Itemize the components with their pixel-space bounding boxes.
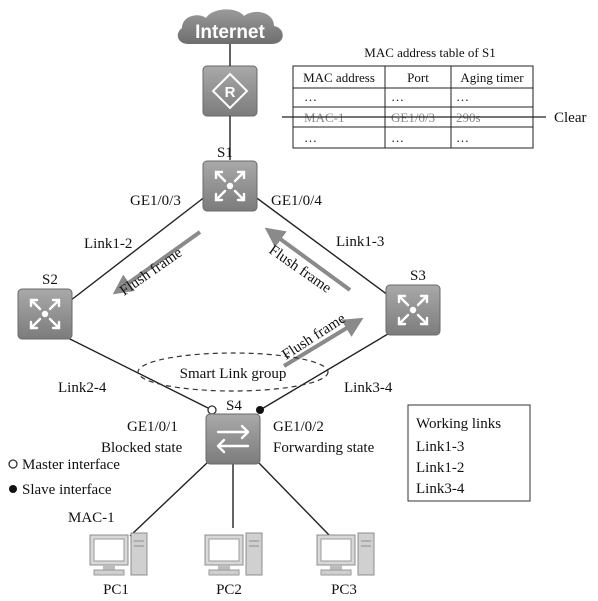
mac-cell: … <box>456 130 469 145</box>
switch-s3-icon <box>384 283 442 337</box>
master-interface-marker <box>207 405 217 415</box>
flush-arrow-s1-s2 <box>112 230 202 295</box>
internet-label: Internet <box>195 22 265 43</box>
link1-3-label: Link1-3 <box>336 234 384 250</box>
mac-cell: … <box>456 89 469 104</box>
smart-link-group-ellipse <box>137 352 329 392</box>
internet-cloud: Internet <box>177 9 283 45</box>
link3-4-label: Link3-4 <box>344 380 393 396</box>
s4-port-ge101: GE1/0/1 <box>127 419 178 435</box>
s1-port-ge103: GE1/0/3 <box>130 193 181 209</box>
pc2-icon <box>204 532 263 576</box>
s3-label: S3 <box>410 268 426 284</box>
mac-header-aging: Aging timer <box>460 70 524 85</box>
mac-cell: … <box>391 130 404 145</box>
working-link-item: Link1-3 <box>416 439 464 455</box>
flush-frame-label-lower: Flush frame <box>279 310 348 363</box>
slave-legend-label: Slave interface <box>22 482 112 498</box>
mac-cell: … <box>391 89 404 104</box>
flush-arrow-s3-s1 <box>264 227 352 292</box>
s1-label: S1 <box>217 145 233 161</box>
working-link-item: Link1-2 <box>416 460 464 476</box>
flush-frame-label-left: Flush frame <box>117 245 185 300</box>
smart-link-group-label: Smart Link group <box>180 366 287 382</box>
links <box>59 44 399 537</box>
link3-4-line <box>259 327 399 411</box>
forwarding-state-label: Forwarding state <box>273 440 375 456</box>
s4-port-ge102: GE1/0/2 <box>273 419 324 435</box>
working-links-title: Working links <box>416 416 501 432</box>
pc2-label: PC2 <box>216 582 242 598</box>
mac-1-label: MAC-1 <box>68 510 115 526</box>
mac-cell: … <box>304 130 317 145</box>
mac-address-table: MAC address table of S1 MAC address Port… <box>282 45 586 149</box>
slave-interface-marker <box>256 406 264 414</box>
pc3-label: PC3 <box>331 582 357 598</box>
pc1-icon <box>89 532 148 576</box>
s1-port-ge104: GE1/0/4 <box>271 193 322 209</box>
slave-legend-icon <box>9 485 17 493</box>
master-legend-label: Master interface <box>22 457 120 473</box>
mac-cell: … <box>304 89 317 104</box>
svg-text:R: R <box>225 84 236 101</box>
mac-header-address: MAC address <box>303 70 375 85</box>
working-link-item: Link3-4 <box>416 481 465 497</box>
pc3-icon <box>316 532 375 576</box>
mac-header-port: Port <box>407 70 429 85</box>
pc1-label: PC1 <box>103 582 129 598</box>
link2-4-line <box>59 333 213 411</box>
link1-2-line <box>65 195 207 305</box>
link1-3-line <box>253 195 393 299</box>
link1-2-label: Link1-2 <box>84 236 132 252</box>
mac-table-title: MAC address table of S1 <box>364 45 495 60</box>
legend: Master interface Slave interface <box>8 457 120 498</box>
switch-s4-icon <box>205 413 261 465</box>
master-legend-icon <box>8 459 18 469</box>
s4-label: S4 <box>226 398 242 414</box>
s2-label: S2 <box>42 272 58 288</box>
switch-s2-icon <box>16 287 74 341</box>
link2-4-label: Link2-4 <box>58 380 107 396</box>
clear-label: Clear <box>554 110 586 126</box>
switch-s1-icon <box>201 159 259 213</box>
blocked-state-label: Blocked state <box>101 440 183 456</box>
working-links-box: Working links Link1-3 Link1-2 Link3-4 <box>407 404 531 502</box>
router-icon: R <box>202 65 258 117</box>
